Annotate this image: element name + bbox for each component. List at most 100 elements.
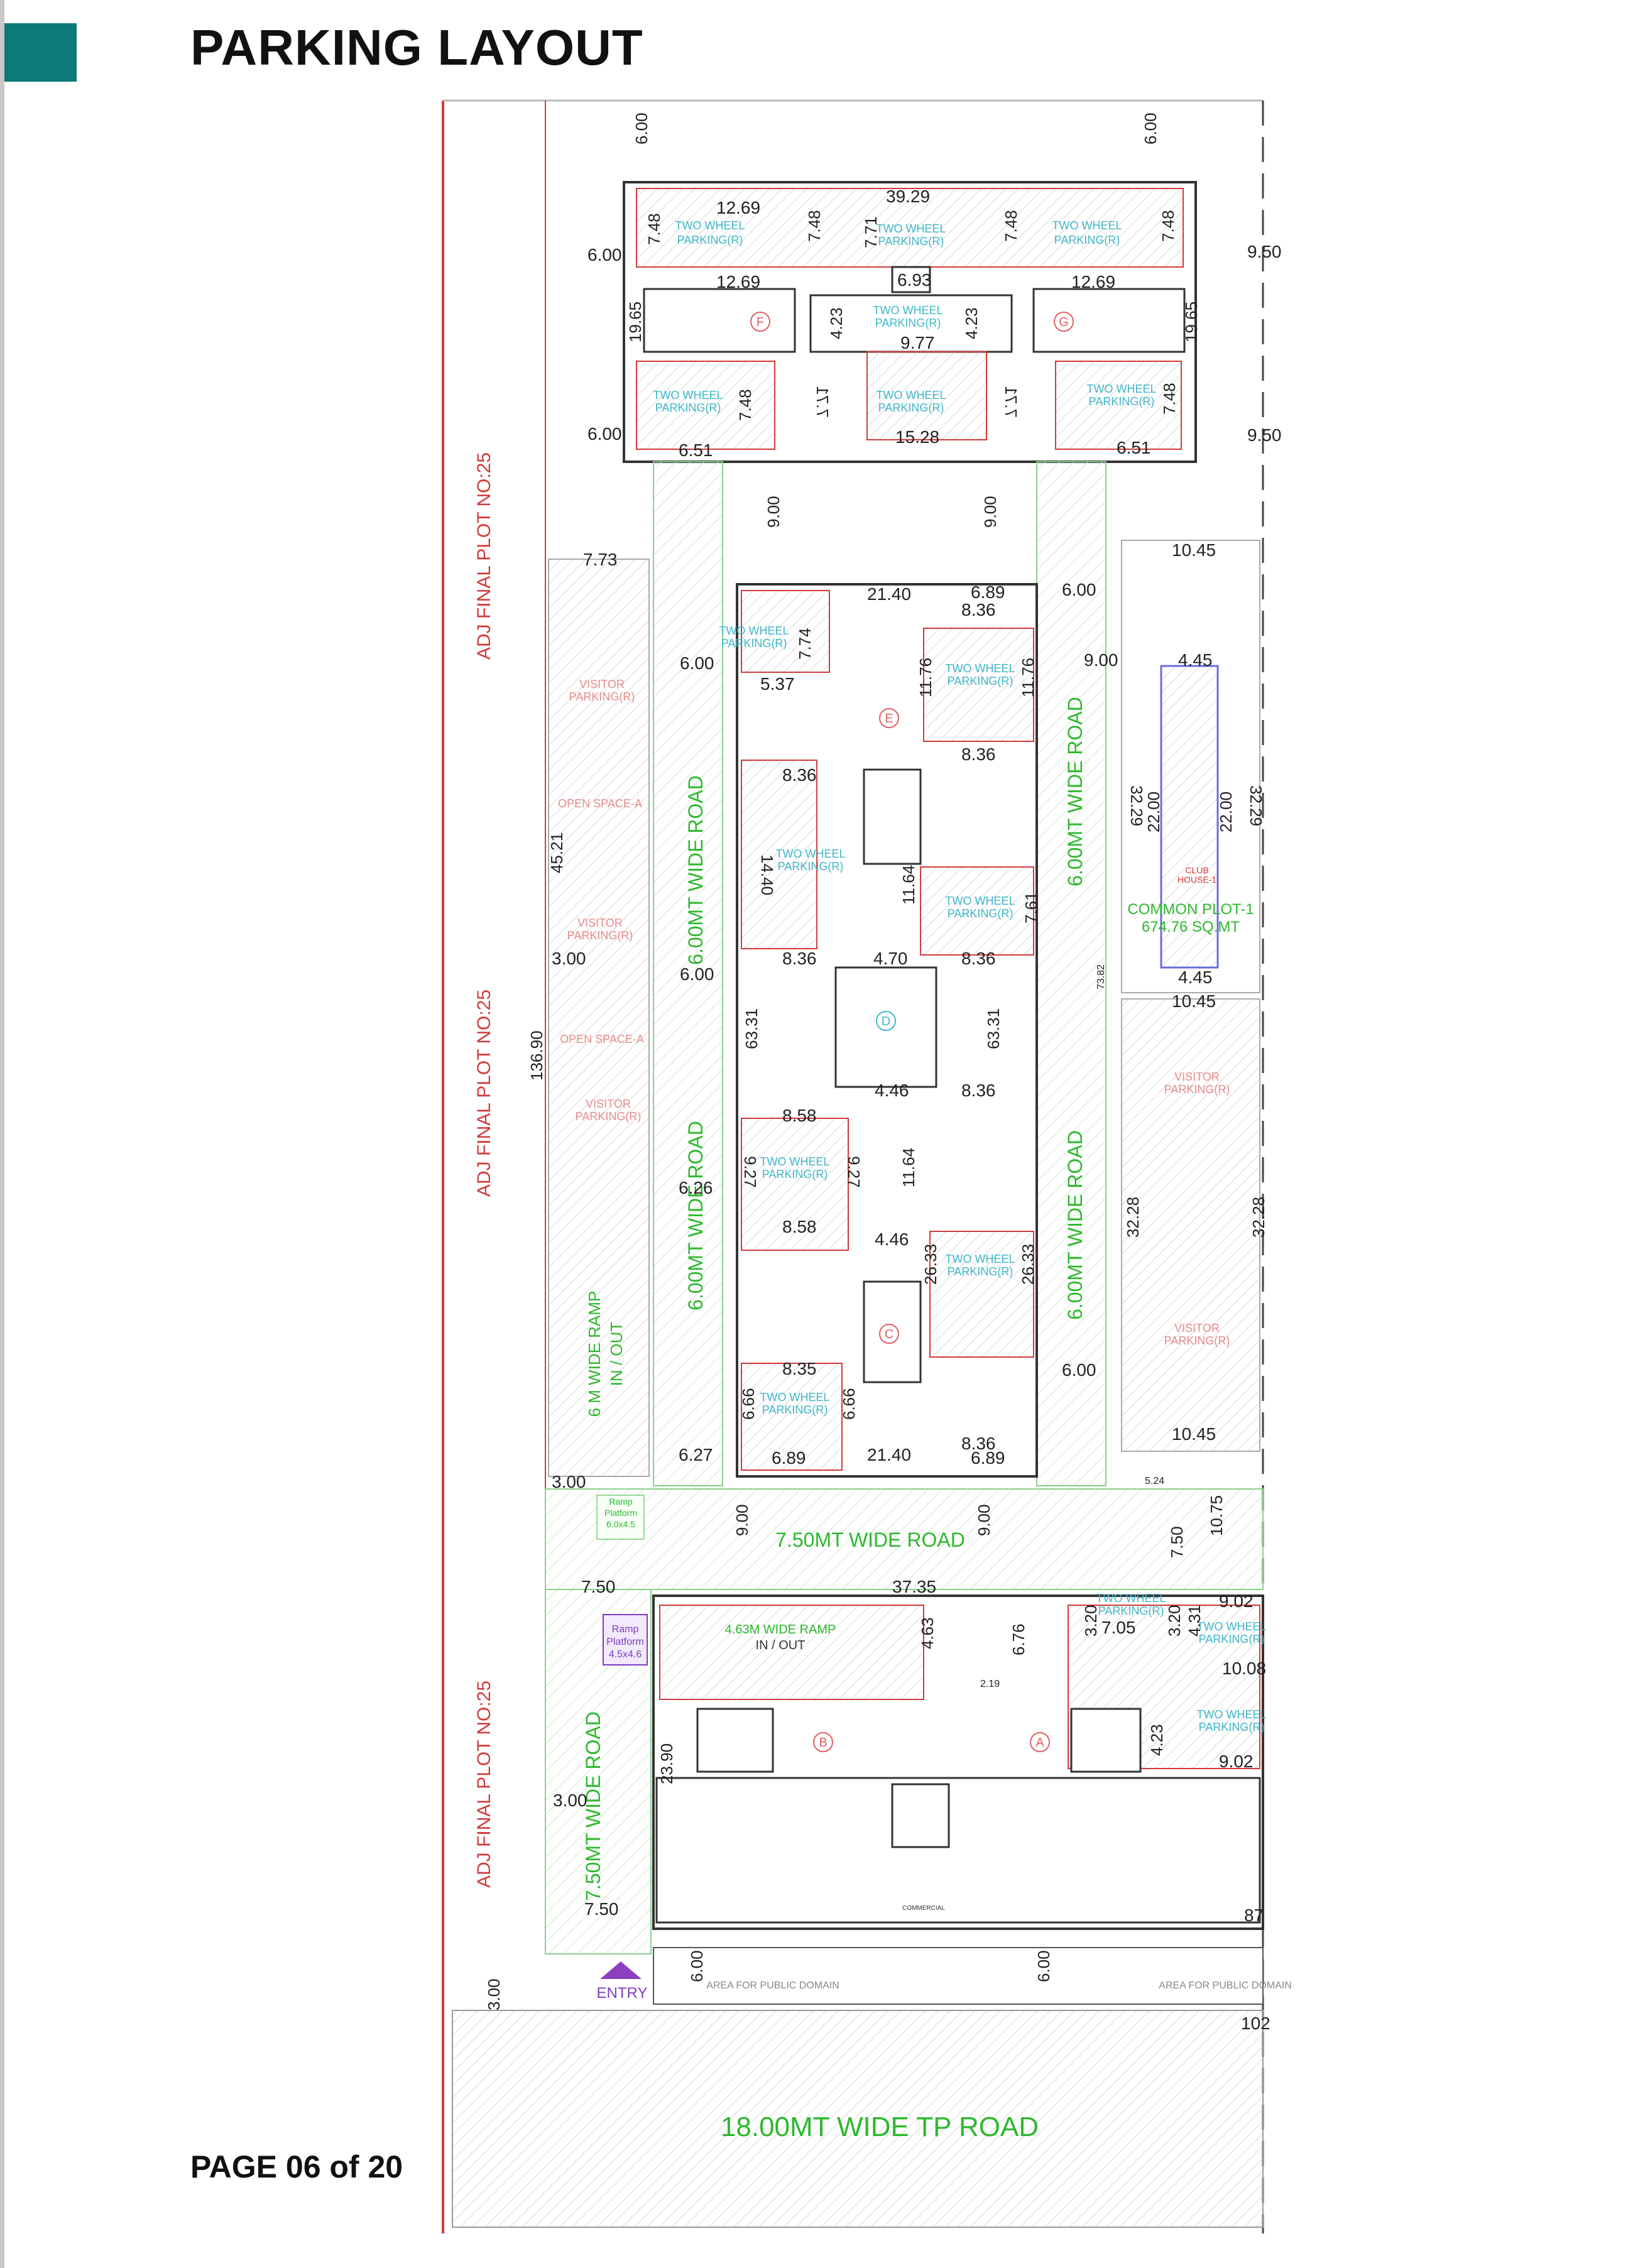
tw-label-12: TWO WHEEL	[760, 1155, 830, 1168]
dim: 32.28	[1123, 1197, 1142, 1238]
block-a-marker: A	[1035, 1736, 1044, 1750]
dim: 19.65	[1182, 302, 1201, 342]
visitor-parking-1: PARKING(R)	[569, 690, 635, 703]
dim: 26.33	[1019, 1244, 1037, 1285]
dim: 3.00	[484, 1978, 503, 2010]
dim: 8.36	[961, 1081, 996, 1100]
dim: 3.20	[1081, 1605, 1100, 1637]
dim: 9.02	[1219, 1591, 1254, 1611]
dim: 9.77	[900, 333, 935, 352]
open-space-left	[548, 559, 650, 1477]
dim: 4.45	[1178, 650, 1213, 670]
block-b-marker: B	[819, 1736, 827, 1750]
block-c-marker: C	[885, 1328, 893, 1341]
block-fg	[623, 181, 1197, 463]
dim: 8.36	[961, 744, 996, 764]
visitor-label-3: VISITOR	[586, 1098, 631, 1110]
ramp-platform-2: Platform	[606, 1637, 644, 1647]
dim: 11.76	[1019, 658, 1037, 697]
dim: 4.23	[1147, 1724, 1166, 1756]
tw-label-2: TWO WHEEL	[877, 222, 946, 235]
tw-label-11: TWO WHEEL	[946, 895, 1015, 907]
tw-label-6: TWO WHEEL	[877, 389, 946, 401]
tw-label-8: TWO WHEEL	[719, 624, 789, 637]
tp-road-label: 18.00MT WIDE TP ROAD	[721, 2112, 1039, 2142]
dim: 7.74	[795, 628, 814, 660]
lower-left-road-label: 7.50MT WIDE ROAD	[582, 1711, 604, 1901]
tw-parking-10: PARKING(R)	[778, 860, 844, 873]
dim: 7.48	[1160, 383, 1179, 415]
dim: 7.73	[583, 550, 618, 569]
block-ab	[596, 1495, 1264, 2005]
dim: 19.65	[626, 302, 645, 342]
dimension-labels: 6.00 6.00 12.69 39.29 12.69 12.69 6.93 9…	[552, 187, 1282, 2033]
dimension-labels-vertical: 6.00 6.00 7.48 7.48 7.48 7.48 7.71 19.65…	[484, 112, 1268, 2010]
tw-parking-16: PARKING(R)	[1199, 1633, 1265, 1645]
dim: 7.50	[1167, 1526, 1186, 1558]
dim: 3.00	[552, 1472, 586, 1491]
tw-label-4: TWO WHEEL	[873, 304, 943, 317]
dim: 6.89	[971, 1448, 1005, 1468]
tw-label-17: TWO WHEEL	[1197, 1708, 1267, 1721]
dim: 21.40	[867, 584, 911, 604]
dim: 4.23	[827, 307, 846, 339]
dim: 6.26	[679, 1178, 713, 1197]
tw-parking-8: PARKING(R)	[721, 637, 787, 650]
ramp-463-label: 4.63M WIDE RAMP	[725, 1623, 836, 1637]
dim: 7.05	[1101, 1618, 1136, 1637]
dim: 9.50	[1247, 425, 1282, 445]
dim: 3.20	[1165, 1605, 1184, 1637]
dim: 45.21	[547, 832, 566, 873]
common-plot	[1121, 540, 1260, 1452]
dim: 8.58	[782, 1106, 817, 1125]
dim: 21.40	[867, 1445, 911, 1464]
dim: 8.36	[961, 1434, 996, 1453]
visitor-parking-3: PARKING(R)	[576, 1110, 642, 1123]
block-d-marker: D	[882, 1015, 890, 1028]
commercial-label: COMMERCIAL	[902, 1905, 945, 1912]
dim: 32.28	[1249, 1197, 1268, 1238]
page-number: PAGE 06 of 20	[190, 2149, 403, 2184]
page-title: PARKING LAYOUT	[190, 19, 643, 75]
dim: 73.82	[1096, 964, 1106, 990]
dim: 23.90	[657, 1743, 676, 1784]
dim: 6.51	[679, 440, 713, 460]
block-f-marker: F	[757, 315, 764, 329]
dim: 6.00	[1034, 1950, 1053, 1982]
ramp-platform-3: 4.5x4.6	[609, 1649, 642, 1660]
dim: 4.23	[962, 307, 981, 339]
dim: 87	[1244, 1905, 1264, 1925]
tp-road: 18.00MT WIDE TP ROAD	[452, 2010, 1264, 2228]
dim: 3.00	[552, 949, 586, 968]
dim: 6.00	[632, 112, 651, 144]
dim: 26.33	[921, 1244, 940, 1285]
dim: 7.71	[813, 386, 832, 418]
dim: 6.76	[1009, 1623, 1028, 1655]
tw-label-5: TWO WHEEL	[653, 389, 723, 401]
dim: 15.28	[895, 427, 939, 447]
tw-parking-5: PARKING(R)	[655, 401, 721, 414]
dim: 11.64	[899, 1148, 918, 1187]
dim: 6.89	[971, 582, 1005, 602]
tw-parking-7: PARKING(R)	[1089, 395, 1155, 408]
ramp-463-inout: IN / OUT	[756, 1638, 806, 1652]
dim: 8.36	[782, 949, 817, 968]
ramp-platform-1: Ramp	[612, 1624, 639, 1635]
dim: 136.90	[527, 1030, 546, 1081]
visitor-label-2: VISITOR	[577, 917, 623, 929]
tw-label-7: TWO WHEEL	[1087, 383, 1157, 395]
dim: 8.36	[782, 765, 817, 785]
adj-plot-label-mid: ADJ FINAL PLOT NO:25	[474, 990, 494, 1197]
tw-parking-17: PARKING(R)	[1199, 1721, 1265, 1733]
dim: 10.08	[1222, 1659, 1266, 1678]
dim: 8.36	[961, 949, 996, 968]
visitor-parking-5: PARKING(R)	[1164, 1334, 1230, 1347]
dim: 6.00	[587, 245, 622, 264]
dim: 7.50	[584, 1899, 619, 1919]
block-e-marker: E	[885, 712, 893, 726]
dim: 4.63	[918, 1617, 937, 1649]
dim: 7.48	[645, 213, 664, 245]
dim: 6.00	[1062, 1360, 1096, 1380]
dim: 12.69	[716, 198, 760, 217]
